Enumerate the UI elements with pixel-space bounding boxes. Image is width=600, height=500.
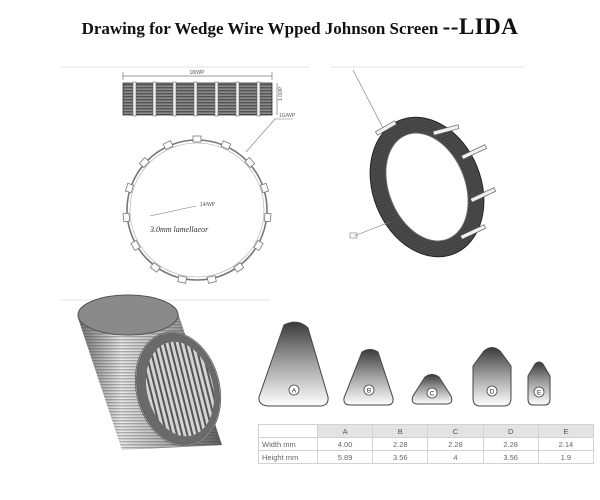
- profile-e-label: E: [537, 390, 542, 397]
- table-cell: 3.56: [482, 450, 539, 464]
- profile-d-shape: [472, 347, 512, 407]
- height-dimension-label: 1.00/P: [278, 86, 284, 101]
- callout-leader: [245, 118, 276, 153]
- table-cell: 1.9: [537, 450, 595, 464]
- title-text: Drawing for Wedge Wire Wpped Johnson Scr…: [81, 19, 439, 38]
- profile-d-label: D: [490, 389, 495, 396]
- table-cell: 2.14: [537, 437, 595, 451]
- callout-leader: [353, 221, 391, 237]
- dimension-table: A B C D E Width mm 4.00 2.28 2.28 2.28 2…: [258, 424, 595, 464]
- ring-inner: [129, 142, 265, 278]
- profile-a-badge: [288, 384, 300, 396]
- inner-leader: [149, 205, 197, 217]
- ring-top-view: 1G/WP 14/WP 3.0mm lamellaeor: [122, 113, 296, 284]
- table-row: Height mm 5.89 3.56 4 3.56 1.9: [258, 450, 595, 464]
- table-cell: 2.28: [427, 437, 484, 451]
- title-brand: --LIDA: [442, 14, 519, 39]
- profile-c-label: C: [430, 391, 435, 398]
- profile-c-badge: [426, 387, 438, 399]
- table-cell: 2.28: [372, 437, 429, 451]
- width-dimension-label: 18/WP: [189, 70, 205, 76]
- profile-b-label: B: [367, 388, 371, 395]
- support-rod-band: [132, 81, 261, 117]
- ring-rod-notches: [122, 135, 272, 284]
- table-cell: 4: [427, 450, 484, 464]
- profile-b-badge: [363, 384, 375, 396]
- profile-a-label: A: [292, 388, 297, 395]
- page-title: Drawing for Wedge Wire Wpped Johnson Scr…: [0, 14, 600, 40]
- column-header: D: [482, 424, 539, 438]
- callout-leader: [352, 69, 384, 129]
- row-label: Width mm: [258, 437, 318, 451]
- ring-callout-label: 1G/WP: [279, 113, 296, 119]
- column-header: E: [537, 424, 595, 438]
- table-cell: 5.89: [316, 450, 374, 464]
- profile-e-badge: [533, 386, 545, 398]
- table-header-row: A B C D E: [258, 424, 595, 438]
- ring-perspective: [349, 69, 497, 258]
- table-corner-cell: [258, 424, 318, 438]
- table-row: Width mm 4.00 2.28 2.28 2.28 2.14: [258, 437, 595, 451]
- ring-support-rods: [375, 120, 497, 240]
- cylinder-top-rim: [77, 294, 179, 336]
- profile-d-badge: [486, 385, 498, 397]
- table-cell: 2.28: [482, 437, 539, 451]
- profile-b-shape: [343, 349, 394, 406]
- wire-profiles: A B C D E: [258, 321, 551, 407]
- column-header: C: [427, 424, 484, 438]
- ring-inner-label: 14/WP: [200, 202, 216, 208]
- column-header: B: [372, 424, 429, 438]
- ring-center-label: 3.0mm lamellaeor: [149, 225, 209, 234]
- column-header: A: [316, 424, 374, 438]
- row-label: Height mm: [258, 450, 318, 464]
- profile-a-shape: [258, 321, 329, 407]
- profile-e-shape: [527, 361, 551, 406]
- table-cell: 3.56: [372, 450, 429, 464]
- screen-cylinder-photo: [77, 294, 222, 450]
- table-cell: 4.00: [316, 437, 374, 451]
- side-view: 18/WP 1.00/P: [122, 70, 284, 117]
